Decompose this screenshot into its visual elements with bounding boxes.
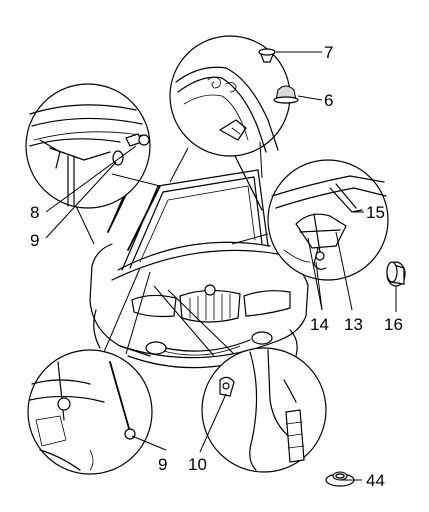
plug-part — [325, 471, 355, 487]
callout-44: 44 — [366, 471, 385, 490]
callout-16: 16 — [384, 315, 403, 334]
detail-circle-release-cable — [153, 285, 327, 473]
detail-circle-hood-latch — [231, 159, 389, 281]
detail-circle-hood-buffers — [169, 35, 299, 183]
callout-6: 6 — [324, 91, 333, 110]
grommet-part — [386, 261, 406, 287]
callout-14: 14 — [310, 315, 329, 334]
detail-circle-strut-mount — [27, 267, 153, 475]
callout-8: 8 — [30, 203, 39, 222]
callout-10: 10 — [188, 455, 207, 474]
callout-9-top: 9 — [30, 231, 39, 250]
car-illustration — [89, 149, 309, 369]
callout-leaders — [45, 51, 397, 481]
callout-13: 13 — [344, 315, 363, 334]
callout-labels: 7 6 8 9 15 14 13 16 9 10 44 — [30, 43, 403, 490]
callout-7: 7 — [324, 43, 333, 62]
callout-15: 15 — [366, 203, 385, 222]
detail-circle-hood-lock — [25, 83, 161, 245]
callout-9-bottom: 9 — [158, 455, 167, 474]
